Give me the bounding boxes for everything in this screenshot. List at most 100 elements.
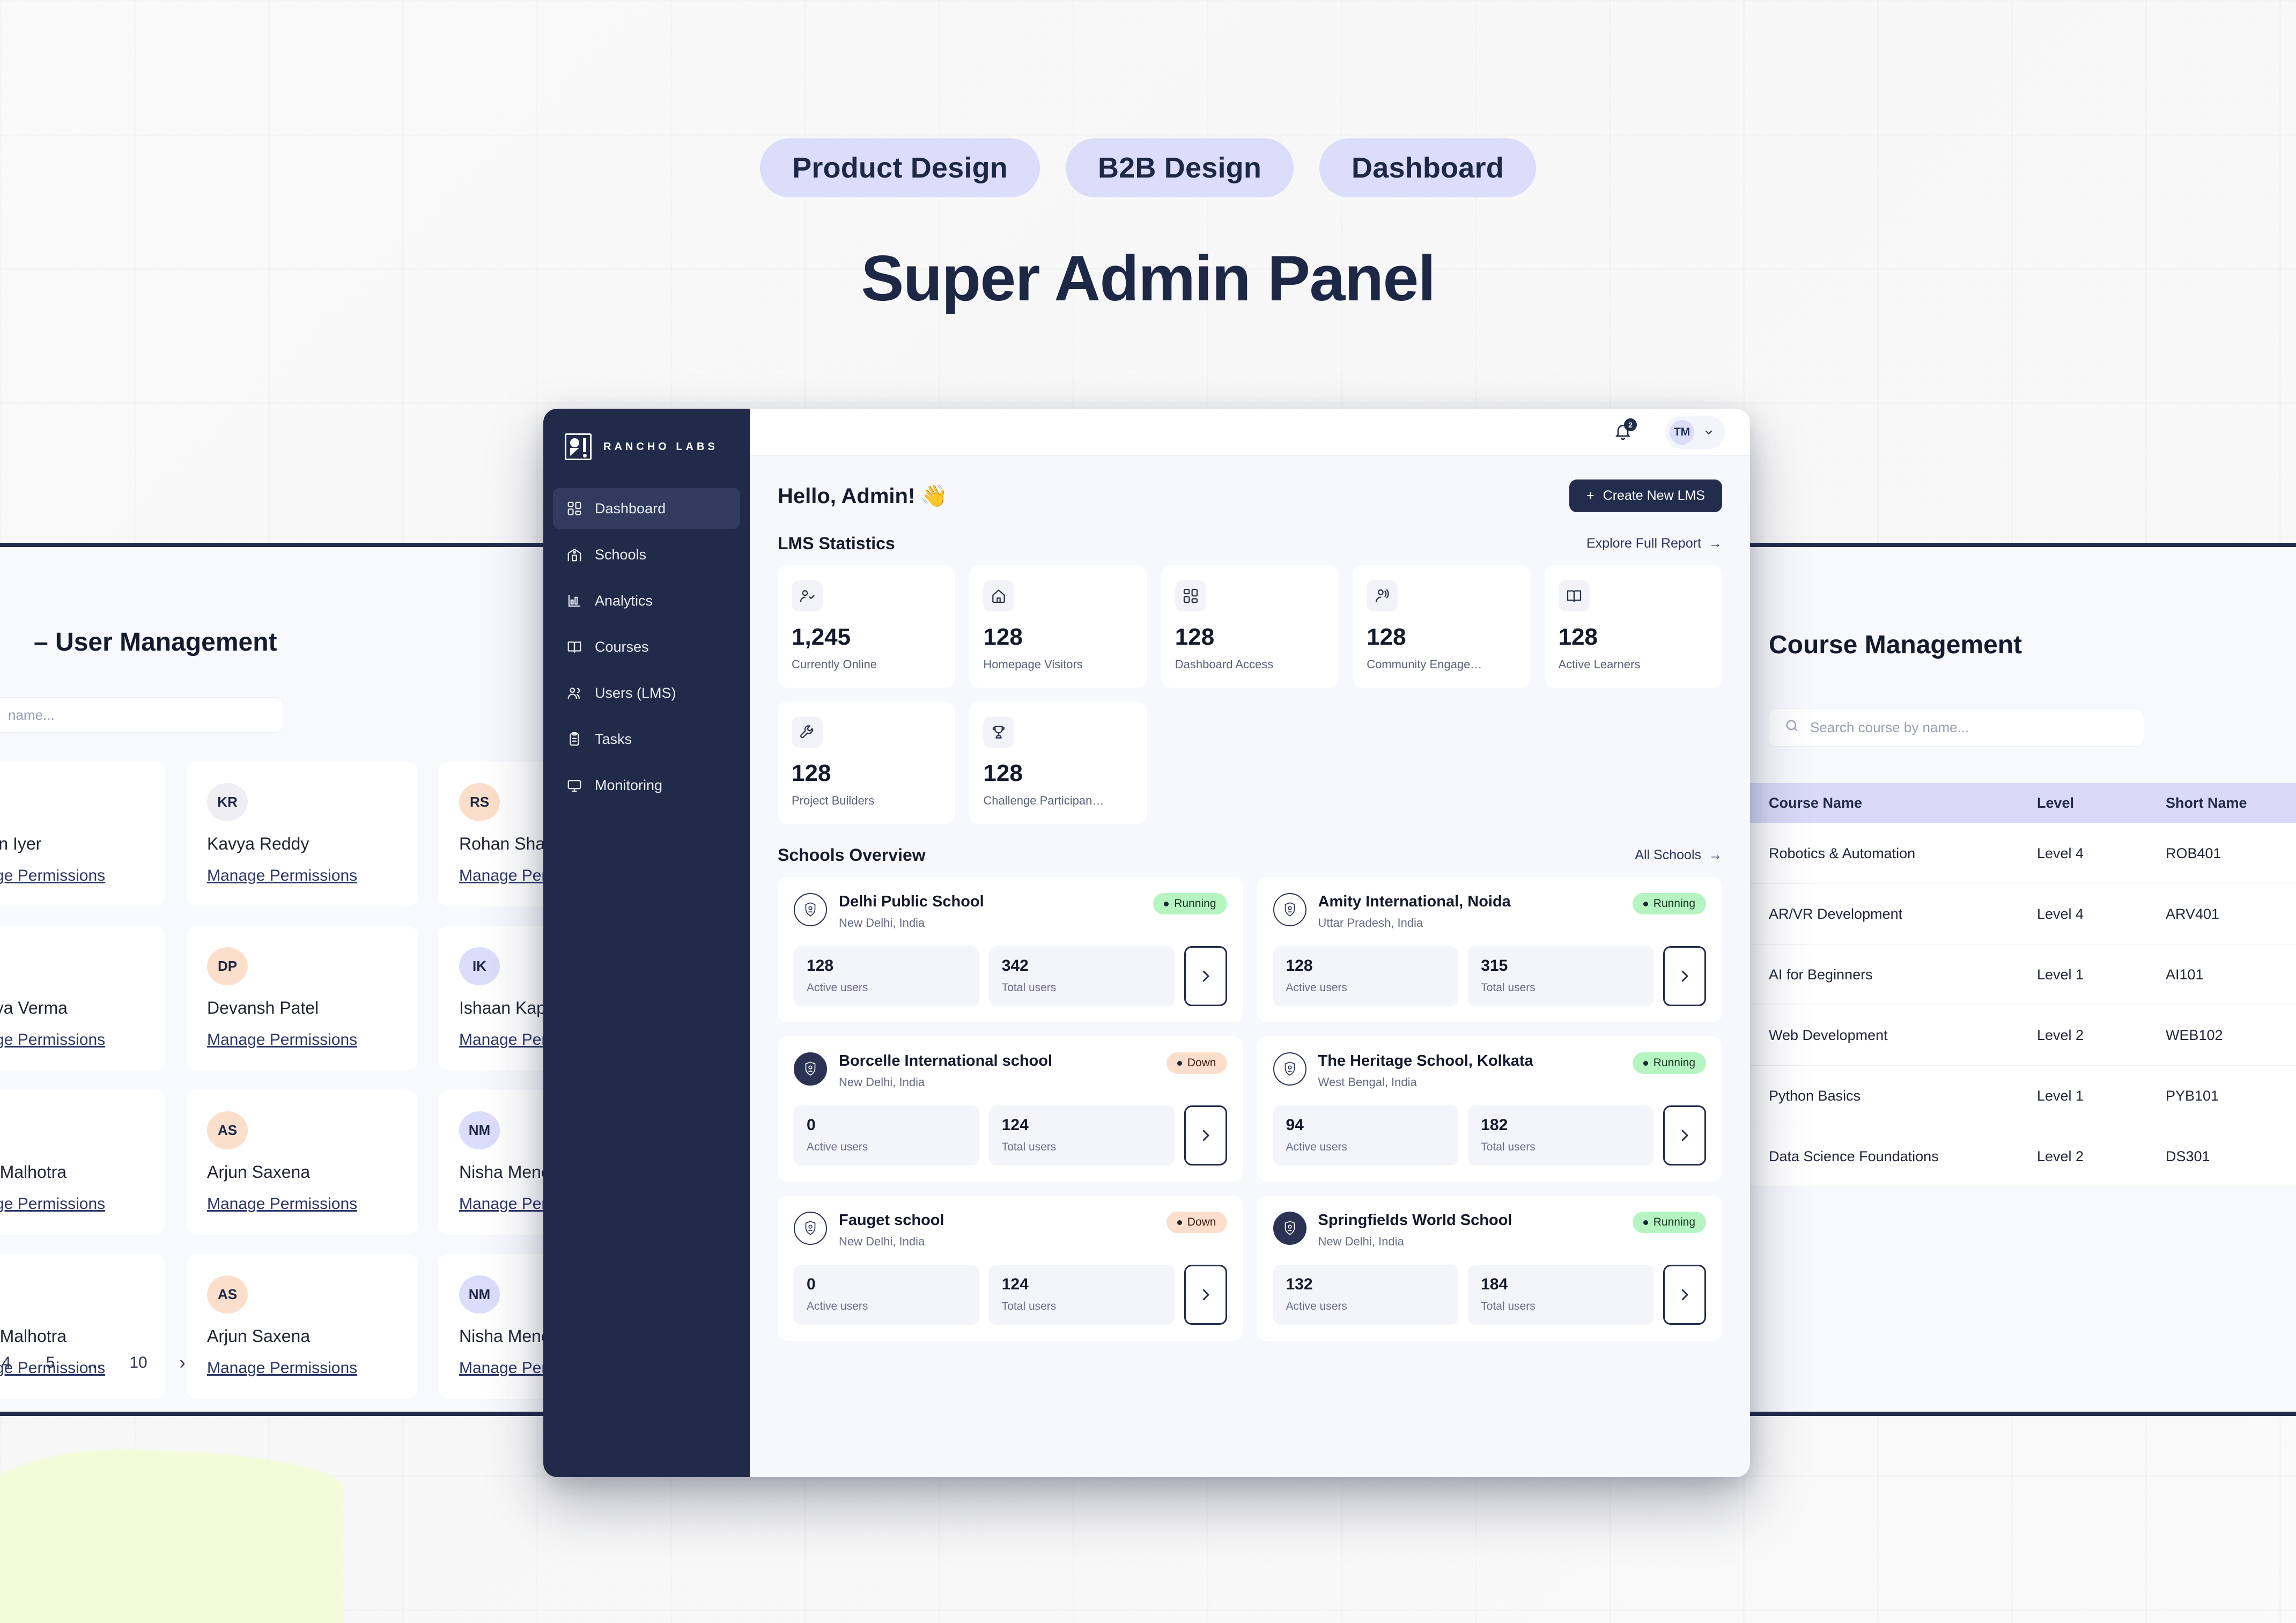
create-new-lms-button[interactable]: + Create New LMS [1569,479,1722,512]
user-card[interactable]: TMTanvi MalhotraManage Permissions [0,1254,165,1399]
avatar: KR [207,783,248,821]
school-details-button[interactable] [1663,1105,1706,1165]
sidebar-item-monitoring[interactable]: Monitoring [553,765,740,806]
stat-label: Dashboard Access [1175,658,1274,671]
hero-chip-dashboard[interactable]: Dashboard [1319,138,1536,197]
all-schools-link[interactable]: All Schools → [1635,847,1722,863]
manage-permissions-link[interactable]: Manage Permissions [0,1359,106,1377]
school-details-button[interactable] [1184,946,1227,1006]
explore-full-report-link[interactable]: Explore Full Report → [1586,536,1722,551]
main-area: 2 TM Hello, Admin! 👋 + Create New LMS LM… [750,409,1750,1477]
manage-permissions-link[interactable]: Manage Permissions [207,1195,358,1213]
school-details-button[interactable] [1663,1265,1706,1325]
manage-permissions-link[interactable]: Manage Permissions [459,1031,545,1049]
dashboard-content: Hello, Admin! 👋 + Create New LMS LMS Sta… [750,456,1750,1477]
decorative-green-blob [0,1450,343,1623]
manage-permissions-link[interactable]: Manage Permissions [207,867,358,884]
school-name: Delhi Public School [839,893,984,910]
hero-chip-b2b-design[interactable]: B2B Design [1065,138,1294,197]
user-search-input[interactable]: name... [0,697,283,733]
manage-permissions-link[interactable]: Manage Permissions [459,1359,545,1377]
hero-chip-product-design[interactable]: Product Design [760,138,1040,197]
pagination-page[interactable]: … [86,1354,102,1371]
pagination-page[interactable]: 5 [46,1354,55,1371]
user-card[interactable]: AVAnanya VermaManage Permissions [0,926,165,1071]
manage-permissions-link[interactable]: Manage Permissions [459,867,545,884]
school-details-button[interactable] [1184,1105,1227,1165]
manage-permissions-link[interactable]: Manage Permissions [0,1195,106,1213]
school-location: West Bengal, India [1318,1075,1417,1089]
course-short-name-cell: ARV401 [2166,905,2220,922]
manage-permissions-link[interactable]: Manage Permissions [0,1031,106,1049]
user-card[interactable]: VIVihaan IyerManage Permissions [0,762,165,906]
sidebar-item-analytics[interactable]: Analytics [553,580,740,621]
manage-permissions-link[interactable]: Manage Permissions [0,867,106,884]
total-users-value: 342 [1001,957,1029,975]
manage-permissions-link[interactable]: Manage Permissions [459,1195,545,1213]
school-name: Borcelle International school [839,1052,1053,1069]
sidebar-item-tasks[interactable]: Tasks [553,719,740,759]
column-header: Course Name [1769,795,1863,811]
school-details-button[interactable] [1184,1265,1227,1325]
stat-label: Project Builders [792,794,875,807]
manage-permissions-link[interactable]: Manage Permissions [207,1031,358,1049]
sidebar-item-dashboard[interactable]: Dashboard [553,488,740,529]
sidebar-item-schools[interactable]: Schools [553,534,740,575]
sidebar-item-users-lms[interactable]: Users (LMS) [553,673,740,713]
pagination-next-button[interactable]: › [179,1352,186,1373]
status-badge: Down [1166,1212,1227,1233]
school-crest-icon [1273,1212,1306,1245]
wrench-icon [792,717,823,748]
course-level-cell: Level 1 [2037,1087,2084,1104]
pagination-page[interactable]: 4 [2,1354,11,1371]
user-card[interactable]: TMTanvi MalhotraManage Permissions [0,1090,165,1235]
grid-icon [1175,580,1206,611]
notifications-button[interactable]: 2 [1613,418,1637,443]
user-name: Vihaan Iyer [0,834,42,853]
course-search-input[interactable]: Search course by name... [1769,708,2144,747]
home-icon [983,580,1015,611]
user-menu[interactable]: TM [1665,415,1725,449]
manage-permissions-link[interactable]: Manage Permissions [207,1359,358,1377]
book-icon [566,638,583,655]
user-name: Tanvi Malhotra [0,1326,67,1346]
schools-overview-header: Schools Overview All Schools → [778,845,1722,865]
pagination-page[interactable]: 10 [129,1354,147,1371]
school-details-button[interactable] [1663,946,1706,1006]
sidebar-item-courses[interactable]: Courses [553,626,740,667]
